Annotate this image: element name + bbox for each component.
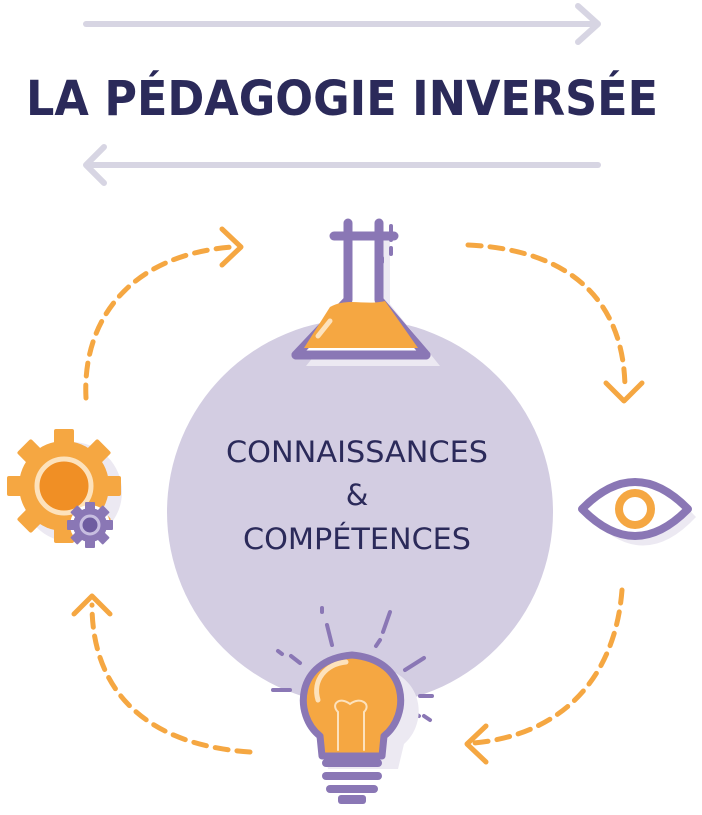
cycle-arrow-bottom-right	[471, 587, 625, 746]
arrowhead-top-right	[603, 380, 645, 404]
eye-icon	[578, 478, 696, 546]
cycle-arrow-top-right	[465, 242, 628, 393]
page-title: LA PÉDAGOGIE INVERSÉE	[26, 70, 658, 127]
arrowhead-bottom-left	[71, 593, 113, 617]
arrowhead-bottom-right	[464, 723, 489, 765]
center-label: CONNAISSANCES & COMPÉTENCES	[226, 435, 488, 556]
flask-icon	[291, 218, 440, 366]
center-line-1: CONNAISSANCES	[226, 435, 488, 469]
small-gear	[67, 502, 113, 548]
gears-icon	[7, 429, 122, 548]
cycle-arrow-bottom-left	[89, 602, 253, 755]
cycle-arrowheads	[71, 226, 645, 765]
cycle-arrow-top-left	[83, 244, 235, 401]
large-gear	[7, 429, 122, 543]
center-circle	[167, 319, 553, 705]
lightbulb-icon	[271, 606, 434, 804]
bottom-arrow	[83, 144, 601, 186]
arrowhead-top-left	[219, 226, 244, 268]
top-arrow	[83, 3, 601, 45]
cycle-arrows	[83, 242, 628, 755]
center-line-2: &	[346, 478, 369, 512]
center-line-3: COMPÉTENCES	[243, 522, 471, 556]
